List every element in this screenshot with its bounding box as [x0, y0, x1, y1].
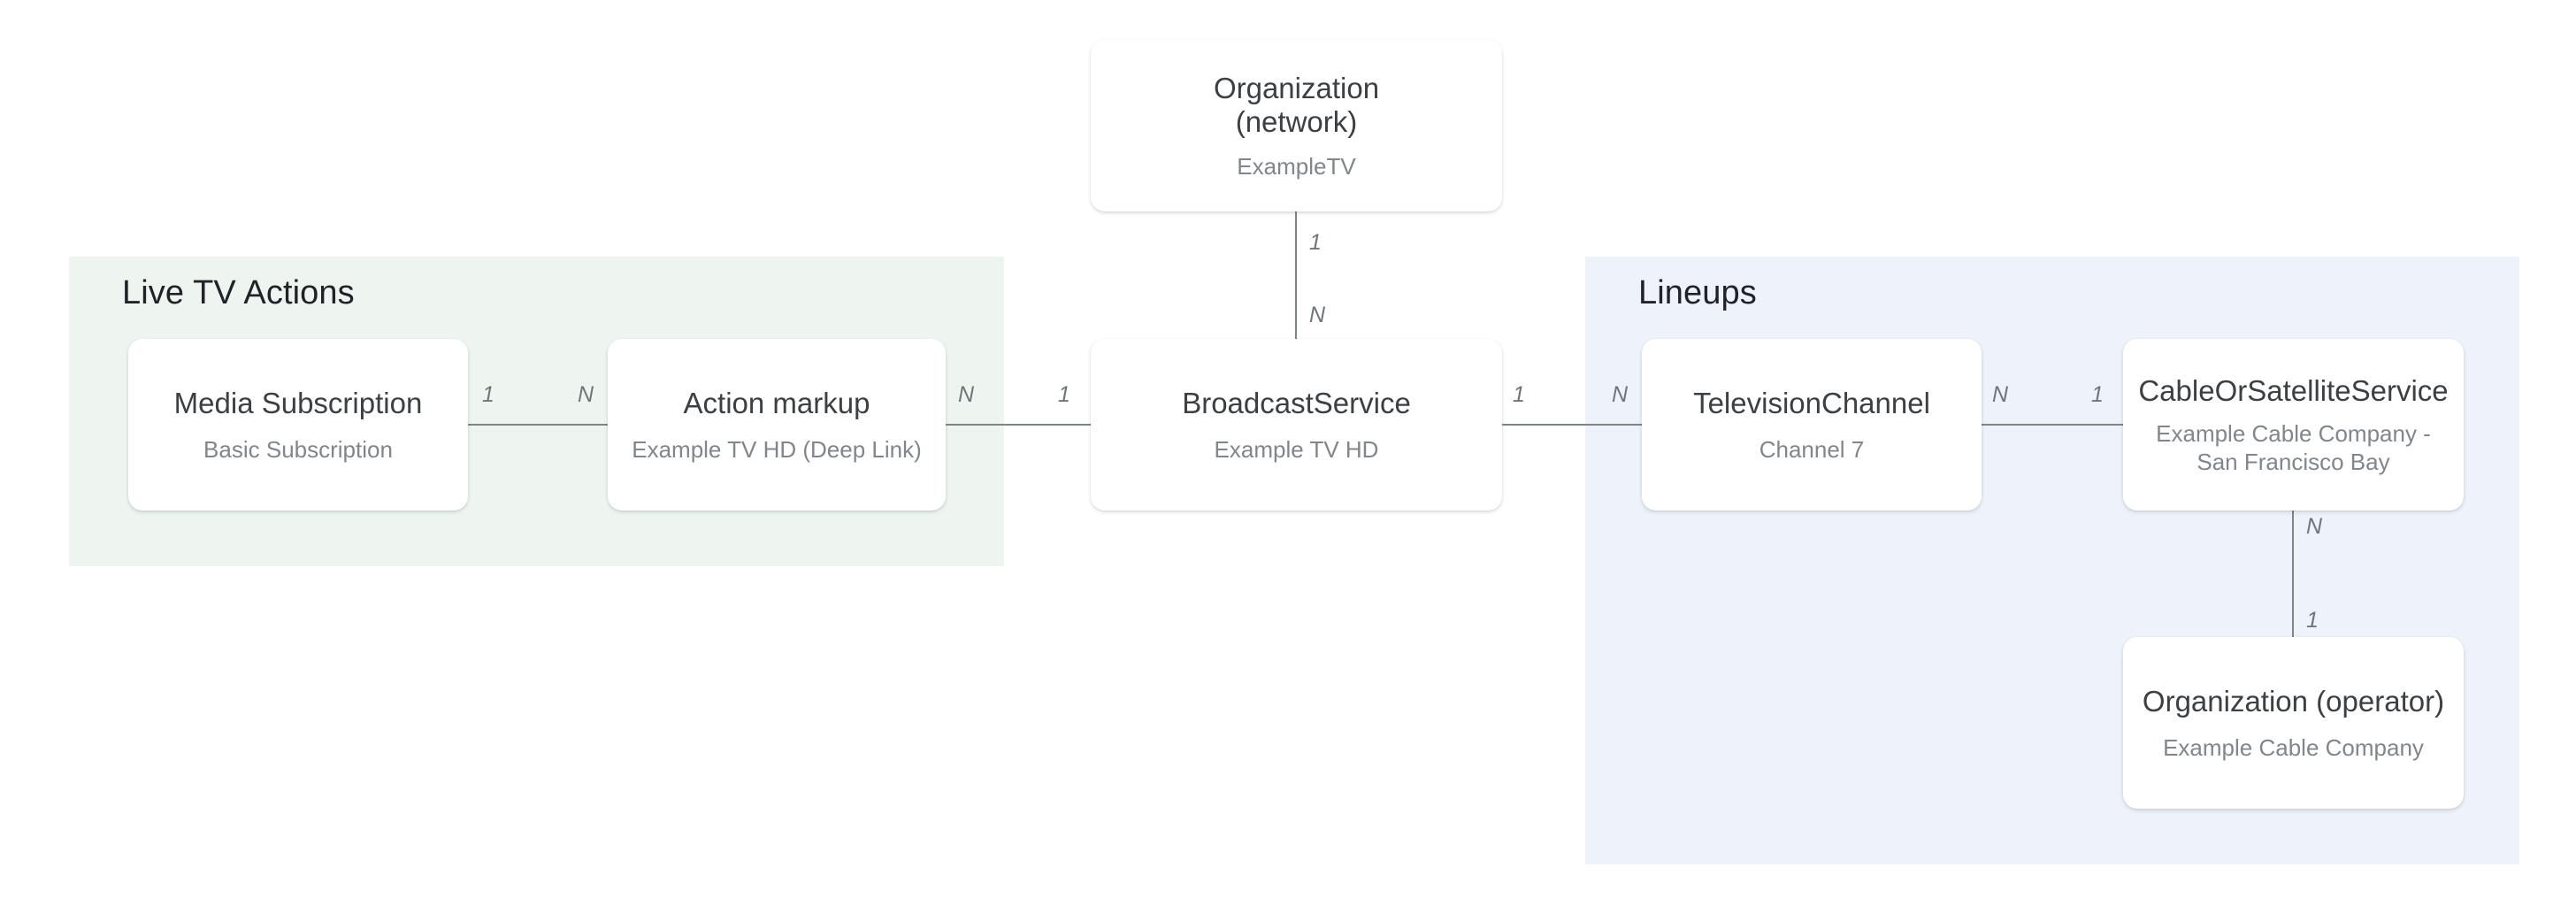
- edge-label-action-markup-to: 1: [1058, 382, 1070, 407]
- node-television-channel[interactable]: TelevisionChannel Channel 7: [1642, 339, 1982, 511]
- node-media-subscription[interactable]: Media Subscription Basic Subscription: [128, 339, 468, 511]
- node-action-markup[interactable]: Action markup Example TV HD (Deep Link): [608, 339, 946, 511]
- node-subtitle: Example TV HD: [1214, 435, 1379, 463]
- node-subtitle: Example TV HD (Deep Link): [632, 435, 922, 463]
- edge-label-broadcast-service-to: N: [1612, 382, 1629, 407]
- node-subtitle: Channel 7: [1759, 435, 1865, 463]
- node-subtitle: ExampleTV: [1237, 152, 1356, 180]
- node-subtitle: Basic Subscription: [203, 435, 393, 463]
- node-title: Organization (operator): [2142, 684, 2445, 718]
- edge-label-media-subscription-from: 1: [482, 382, 494, 407]
- edge-media-subscription-action-markup: [466, 424, 608, 426]
- edge-organization-network-broadcast-service: [1295, 211, 1297, 340]
- node-organization-operator[interactable]: Organization (operator) Example Cable Co…: [2123, 637, 2464, 809]
- group-title-live-tv-actions: Live TV Actions: [122, 274, 355, 311]
- edge-label-broadcast-service-from: 1: [1513, 382, 1525, 407]
- edge-television-channel-cable-or-satellite-service: [1978, 424, 2125, 426]
- node-title: Media Subscription: [173, 386, 423, 419]
- edge-label-television-channel-from: N: [1992, 382, 2009, 407]
- node-title: BroadcastService: [1182, 386, 1411, 419]
- node-broadcast-service[interactable]: BroadcastService Example TV HD: [1091, 339, 1502, 511]
- node-title: Organization (network): [1213, 71, 1380, 138]
- node-cable-or-satellite-service[interactable]: CableOrSatelliteService Example Cable Co…: [2123, 339, 2464, 511]
- edge-label-cable-or-satellite-from: N: [2306, 514, 2323, 539]
- node-title: TelevisionChannel: [1693, 386, 1930, 419]
- edge-label-organization-network-from: 1: [1309, 230, 1322, 255]
- node-title: Action markup: [683, 386, 870, 419]
- edge-broadcast-service-television-channel: [1499, 424, 1644, 426]
- edge-label-cable-or-satellite-to: 1: [2306, 608, 2319, 633]
- edge-label-television-channel-to: 1: [2091, 382, 2104, 407]
- node-organization-network[interactable]: Organization (network) ExampleTV: [1091, 40, 1502, 211]
- edge-label-organization-network-to: N: [1309, 303, 1326, 327]
- edge-cable-or-satellite-service-organization-operator: [2292, 507, 2294, 637]
- edge-action-markup-broadcast-service: [945, 424, 1091, 426]
- edge-label-action-markup-from: N: [958, 382, 975, 407]
- node-subtitle: Example Cable Company: [2163, 733, 2424, 761]
- edge-label-media-subscription-to: N: [578, 382, 594, 407]
- node-subtitle: Example Cable Company - San Francisco Ba…: [2156, 419, 2431, 475]
- group-title-lineups: Lineups: [1638, 274, 1757, 311]
- node-title: CableOrSatelliteService: [2138, 373, 2449, 407]
